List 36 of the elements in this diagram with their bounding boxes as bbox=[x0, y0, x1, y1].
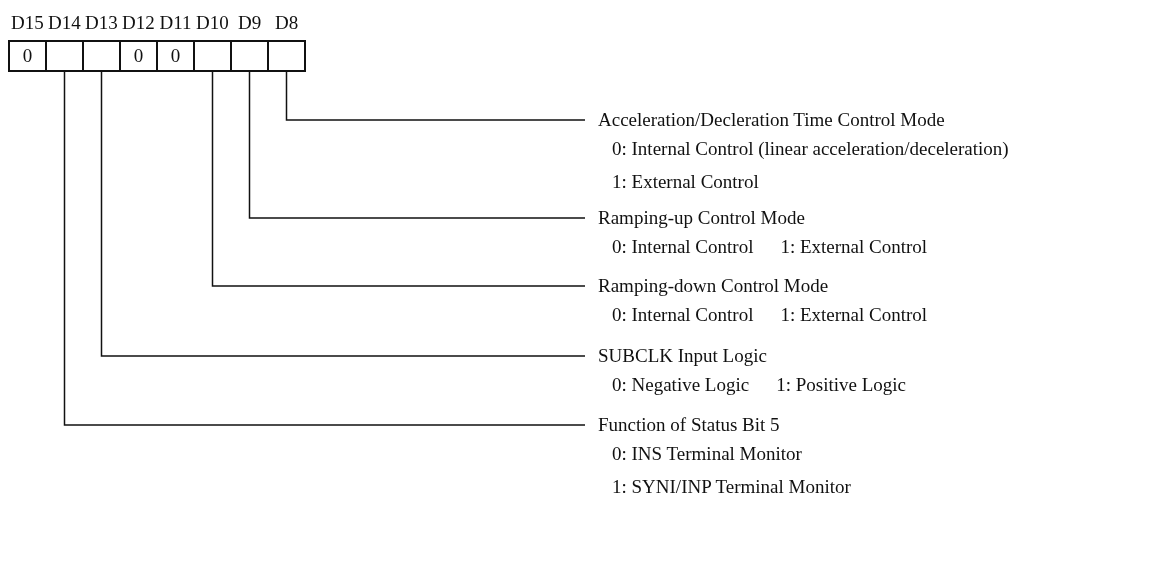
option-text: 0: Negative Logic bbox=[611, 373, 750, 397]
register-bit-cell bbox=[267, 40, 306, 72]
register-bit-cell: 0 bbox=[156, 40, 195, 72]
field-title: Function of Status Bit 5 bbox=[597, 413, 781, 437]
bit-label: D14 bbox=[48, 12, 81, 34]
register-bit-cell: 0 bbox=[119, 40, 158, 72]
bit-label: D8 bbox=[275, 12, 299, 34]
field-title: Ramping-up Control Mode bbox=[597, 206, 806, 230]
option-text: 0: Internal Control bbox=[611, 303, 754, 327]
option-text: 0: INS Terminal Monitor bbox=[611, 442, 802, 466]
bit-label: D10 bbox=[196, 12, 229, 34]
leader-line bbox=[211, 71, 586, 287]
register-bit-cell bbox=[82, 40, 121, 72]
bit-label: D13 bbox=[85, 12, 118, 34]
leader-line bbox=[100, 71, 586, 357]
option-text: 1: External Control bbox=[611, 170, 759, 194]
bit-label: D12 bbox=[122, 12, 155, 34]
leader-line bbox=[63, 71, 586, 426]
register-bit-cell bbox=[45, 40, 84, 72]
field-title: SUBCLK Input Logic bbox=[597, 344, 768, 368]
option-text: 1: Positive Logic bbox=[775, 373, 906, 397]
bit-label: D15 bbox=[11, 12, 44, 34]
leader-line bbox=[285, 71, 586, 121]
field-title: Ramping-down Control Mode bbox=[597, 274, 830, 298]
bit-label: D9 bbox=[238, 12, 262, 34]
leader-line bbox=[248, 71, 586, 219]
bit-label: D11 bbox=[159, 12, 192, 34]
register-bit-cell: 0 bbox=[8, 40, 47, 72]
option-text: 1: SYNI/INP Terminal Monitor bbox=[611, 475, 851, 499]
register-bit-cell bbox=[230, 40, 269, 72]
option-text: 1: External Control bbox=[779, 303, 928, 327]
option-text: 0: Internal Control (linear acceleration/deceleration) bbox=[611, 137, 1009, 161]
option-text: 0: Internal Control bbox=[611, 235, 754, 259]
register-bit-cell bbox=[193, 40, 232, 72]
field-title: Acceleration/Decleration Time Control Mode bbox=[597, 108, 946, 132]
option-text: 1: External Control bbox=[779, 235, 928, 259]
